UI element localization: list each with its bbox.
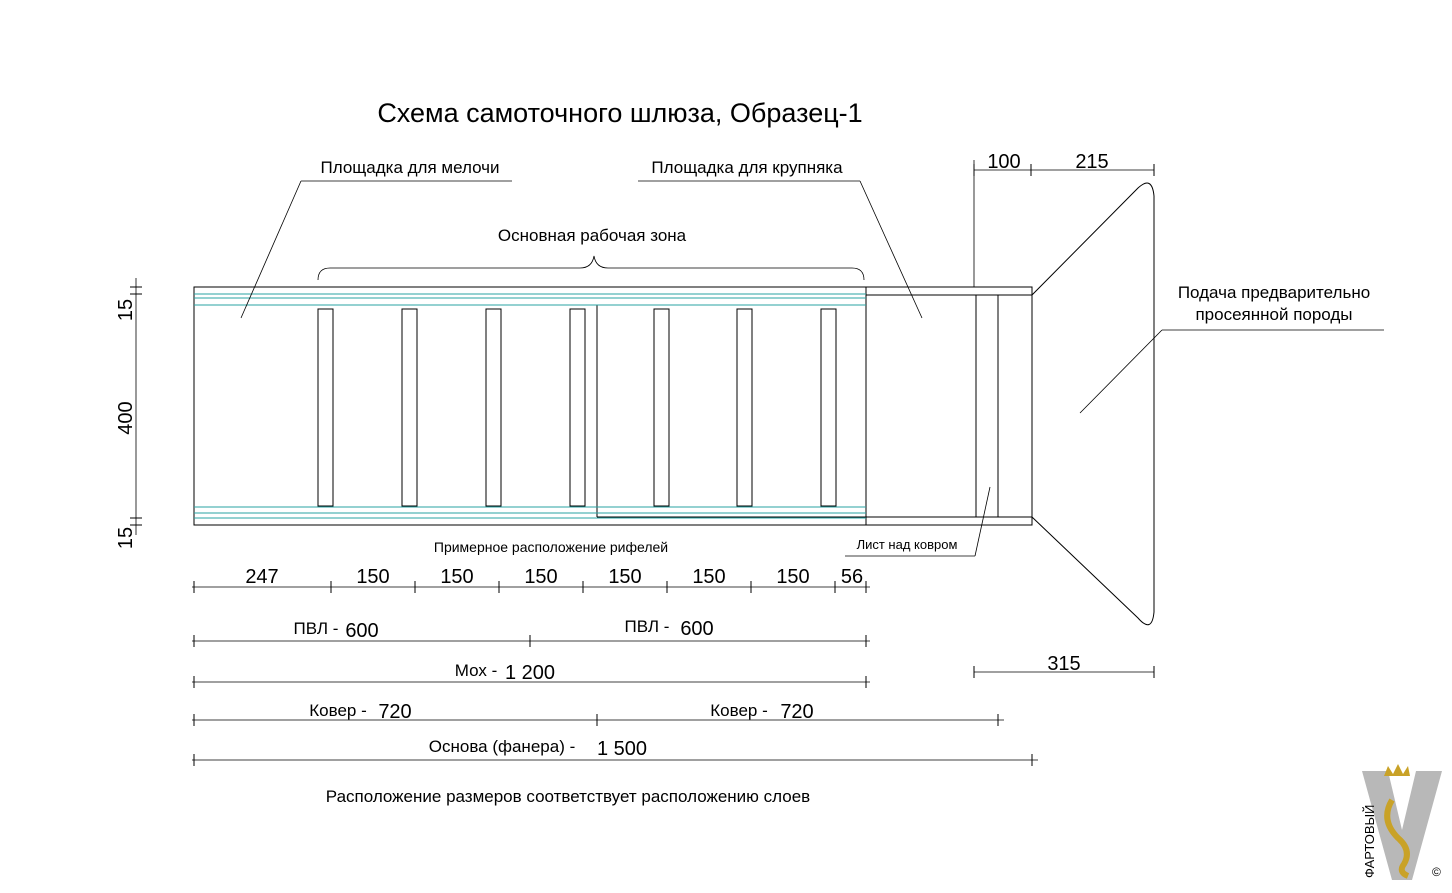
sluice-body bbox=[193, 286, 1033, 526]
base-label: Основа (фанера) - bbox=[429, 737, 575, 756]
carpet1-label: Ковер - bbox=[309, 701, 367, 720]
label-feed-line1: Подача предварительно bbox=[1178, 283, 1370, 302]
dim-carpet: Ковер - 720 Ковер - 720 bbox=[192, 701, 1004, 726]
riffle bbox=[485, 308, 502, 507]
riffle bbox=[317, 308, 334, 507]
sheet-over-carpet bbox=[975, 294, 999, 518]
riffle bbox=[736, 308, 753, 507]
dim-pvl: ПВЛ - 600 ПВЛ - 600 bbox=[192, 617, 870, 647]
dim-moss: Мох - 1 200 bbox=[192, 661, 870, 688]
dim-150: 150 bbox=[608, 566, 641, 588]
label-large-area: Площадка для крупняка bbox=[651, 158, 843, 177]
label-sheet: Лист над ковром bbox=[857, 537, 958, 552]
riffle bbox=[820, 308, 837, 507]
dim-150: 150 bbox=[776, 566, 809, 588]
base-plywood-outline bbox=[193, 286, 1033, 526]
label-riffles: Примерное расположение рифелей bbox=[434, 539, 668, 555]
work-zone-brace bbox=[317, 255, 865, 281]
dim-base: Основа (фанера) - 1 500 bbox=[192, 737, 1038, 766]
diagram-title: Схема самоточного шлюза, Образец-1 bbox=[377, 98, 862, 128]
pvl1-value: 600 bbox=[345, 620, 378, 642]
dim-150: 150 bbox=[692, 566, 725, 588]
dim-100: 100 bbox=[987, 151, 1020, 173]
dim-left: 15 400 15 bbox=[115, 278, 142, 549]
logo-text: ФАРТОВЫЙ bbox=[1362, 805, 1377, 878]
copyright-icon: © bbox=[1432, 865, 1441, 879]
moss-value: 1 200 bbox=[505, 662, 555, 684]
dim-315: 315 bbox=[1047, 653, 1080, 675]
carpet2-value: 720 bbox=[780, 701, 813, 723]
dim-top: 100 215 bbox=[973, 151, 1155, 287]
footnote: Расположение размеров соответствует расп… bbox=[326, 787, 810, 806]
dim-150: 150 bbox=[524, 566, 557, 588]
dim-riffles: 247 150 150 150 150 150 150 56 bbox=[192, 566, 870, 593]
dim-56: 56 bbox=[841, 566, 863, 588]
dim-15-bottom: 15 bbox=[115, 527, 137, 549]
riffle-group bbox=[317, 308, 837, 507]
dim-150: 150 bbox=[440, 566, 473, 588]
riffle bbox=[653, 308, 670, 507]
carpet2-label: Ковер - bbox=[710, 701, 768, 720]
dim-15-top: 15 bbox=[115, 299, 137, 321]
pvl2-label: ПВЛ - bbox=[625, 617, 670, 636]
dim-215: 215 bbox=[1075, 151, 1108, 173]
logo-v-shape bbox=[1362, 771, 1442, 880]
moss-label: Мох - bbox=[455, 661, 498, 680]
pvl2-value: 600 bbox=[680, 618, 713, 640]
dim-150: 150 bbox=[356, 566, 389, 588]
dim-400: 400 bbox=[115, 401, 137, 434]
callouts: Площадка для мелочи Площадка для крупняк… bbox=[240, 158, 1384, 557]
base-value: 1 500 bbox=[597, 738, 647, 760]
riffle bbox=[569, 308, 586, 507]
lizard-icon bbox=[1384, 798, 1410, 879]
label-small-area: Площадка для мелочи bbox=[320, 158, 499, 177]
brand-logo: ФАРТОВЫЙ © bbox=[1362, 764, 1442, 880]
riffle bbox=[401, 308, 418, 507]
crown-icon bbox=[1384, 764, 1410, 776]
pvl1-label: ПВЛ - bbox=[294, 619, 339, 638]
label-feed-line2: просеянной породы bbox=[1195, 305, 1352, 324]
dim-hopper: 315 bbox=[973, 653, 1155, 678]
carpet1-value: 720 bbox=[378, 701, 411, 723]
feed-hopper bbox=[1031, 182, 1155, 626]
label-work-zone: Основная рабочая зона bbox=[498, 226, 687, 245]
dim-247: 247 bbox=[245, 566, 278, 588]
